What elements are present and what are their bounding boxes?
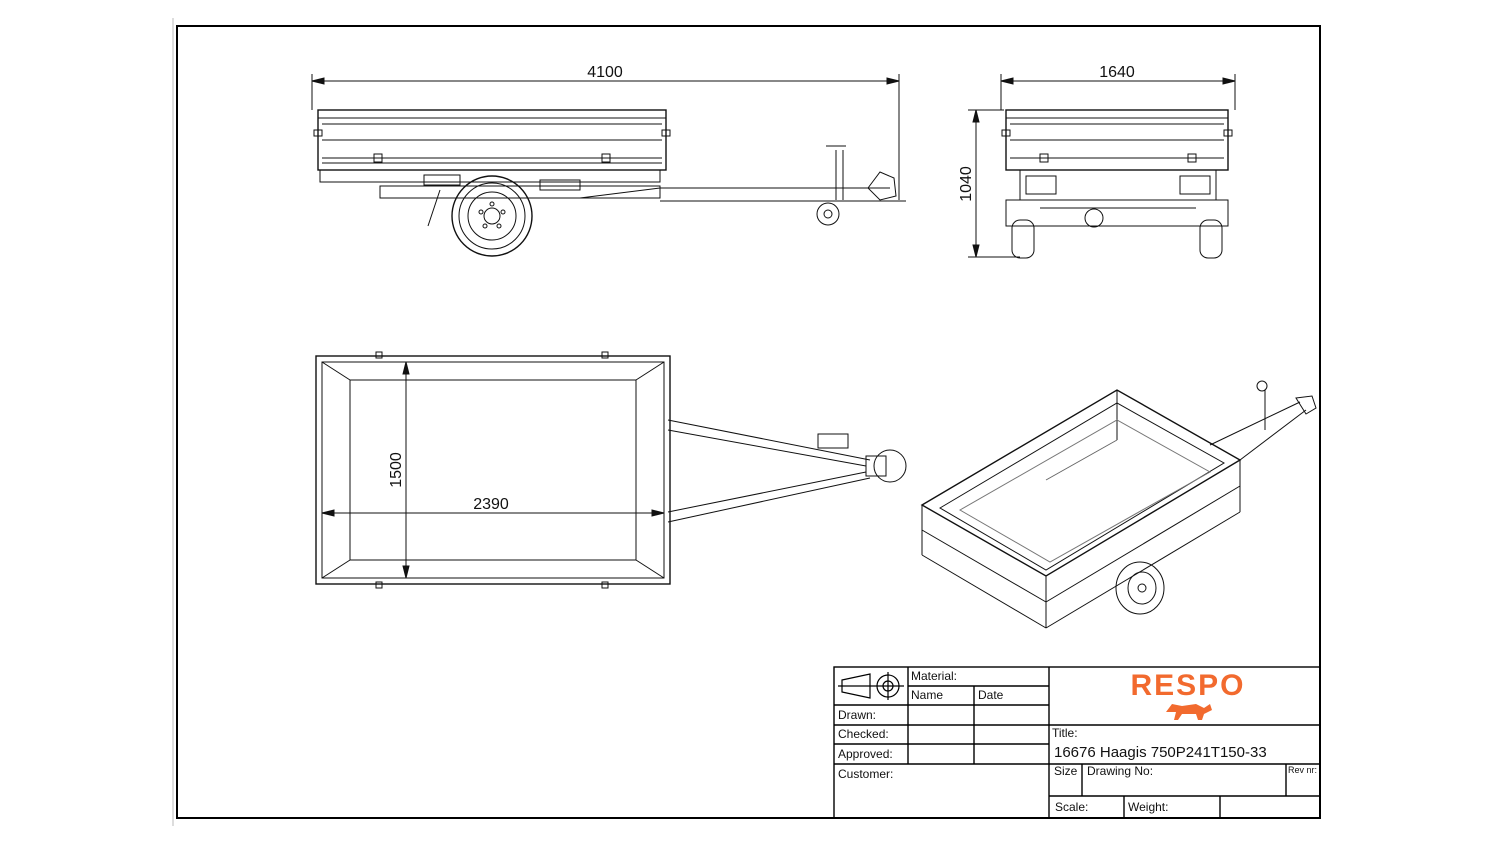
approved-label: Approved:: [838, 747, 893, 761]
sheet-frame: [176, 25, 1321, 819]
isometric-view: [920, 380, 1317, 629]
brand-logo: RESPO: [1130, 669, 1245, 702]
top-view: [315, 351, 907, 589]
material-label: Material:: [911, 669, 957, 683]
dimension-overall-height: 1040: [958, 166, 975, 202]
customer-label: Customer:: [838, 767, 893, 781]
checked-label: Checked:: [838, 727, 889, 741]
name-column-label: Name: [911, 688, 943, 702]
side-view: [311, 74, 906, 257]
weight-label: Weight:: [1128, 800, 1168, 814]
title-block: [833, 666, 1321, 819]
date-column-label: Date: [978, 688, 1004, 702]
drawing-number-label: Drawing No:: [1087, 764, 1153, 778]
dimension-inner-width: 1500: [388, 452, 405, 488]
drawn-label: Drawn:: [838, 708, 876, 722]
size-label: Size: [1054, 764, 1078, 778]
scale-label: Scale:: [1055, 800, 1088, 814]
dimension-inner-length: 2390: [473, 496, 509, 513]
dimension-overall-length: 4100: [587, 64, 623, 81]
title-label: Title:: [1052, 726, 1078, 740]
dimension-overall-width: 1640: [1099, 64, 1135, 81]
projection-symbol-icon: [838, 672, 904, 700]
respo-dog-logo-icon: [1166, 704, 1212, 720]
front-view: [968, 74, 1236, 259]
revision-label: Rev nr:: [1288, 765, 1317, 775]
drawing-title: 16676 Haagis 750P241T150-33: [1054, 744, 1267, 761]
